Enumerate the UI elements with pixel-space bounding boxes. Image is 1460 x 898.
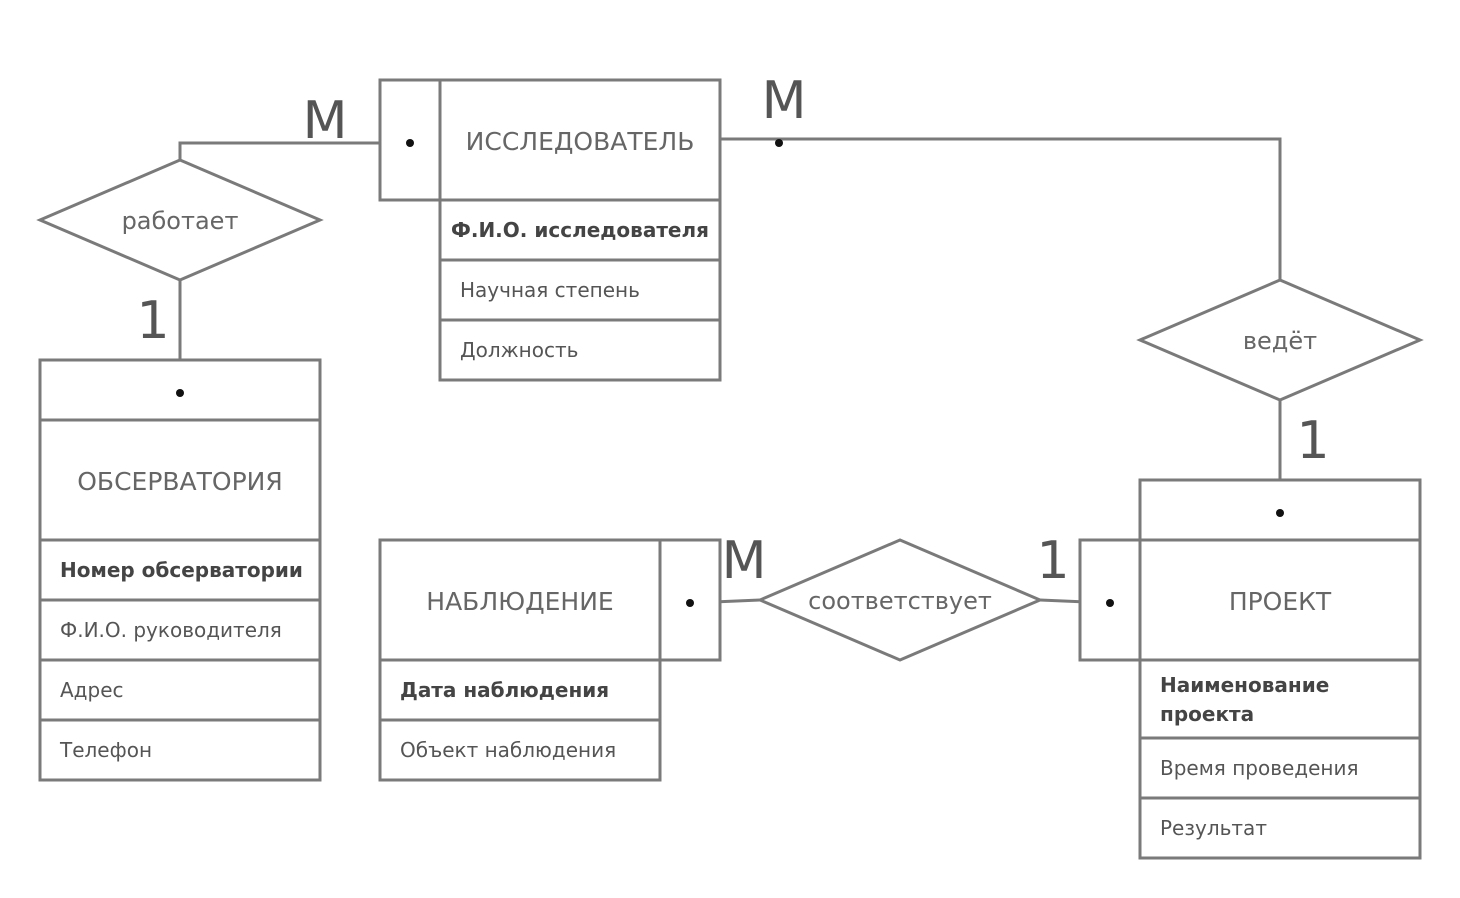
endpoint-dot — [686, 599, 694, 607]
relationship-leads[interactable]: ведёт — [1136, 278, 1424, 402]
entity-observatory-attr-row — [38, 658, 322, 722]
relationship-works-diamond — [36, 158, 324, 282]
entity-observatory-attr: Ф.И.О. руководителя — [60, 618, 282, 642]
entity-observation-key-row — [378, 658, 662, 722]
entity-observatory-key-row — [38, 538, 322, 602]
entity-project-key-row — [1138, 658, 1422, 740]
cardinality-corresponds-project: 1 — [1036, 531, 1069, 591]
entity-observation-attr-row — [378, 718, 662, 782]
relationship-leads-diamond — [1136, 278, 1424, 402]
entity-project[interactable]: ПРОЕКТ Наименование проекта Время провед… — [1078, 478, 1422, 860]
entity-observatory[interactable]: ОБСЕРВАТОРИЯ Номер обсерватории Ф.И.О. р… — [38, 358, 322, 782]
entity-project-attr: Время проведения — [1160, 756, 1359, 780]
entity-observatory-attr: Адрес — [60, 678, 124, 702]
link-works-researcher — [178, 141, 410, 160]
link-leads-researcher — [720, 137, 1282, 280]
entity-observatory-attr-row — [38, 598, 322, 662]
entity-project-key-line2: проекта — [1160, 702, 1254, 726]
cardinality-works-researcher: M — [303, 91, 348, 151]
endpoint-dot — [1276, 509, 1284, 517]
entity-project-attr: Результат — [1160, 816, 1267, 840]
cardinality-corresponds-observation: M — [722, 531, 767, 591]
relationship-works-label: работает — [122, 207, 239, 235]
relationship-works[interactable]: работает — [36, 158, 324, 282]
entity-researcher-header — [378, 78, 722, 202]
entity-observation-header — [378, 538, 722, 662]
entity-project-attr-row — [1138, 736, 1422, 800]
relationship-corresponds[interactable]: соответствует — [756, 538, 1044, 662]
entity-researcher[interactable]: ИССЛЕДОВАТЕЛЬ Ф.И.О. исследователя Научн… — [378, 78, 722, 382]
cardinality-works-observatory: 1 — [136, 291, 169, 351]
entity-researcher-attr-row — [438, 318, 722, 382]
entity-observatory-attr-row — [38, 718, 322, 782]
entity-project-header — [1078, 538, 1422, 662]
relationship-corresponds-diamond — [756, 538, 1044, 662]
endpoint-dot — [1106, 599, 1114, 607]
entity-researcher-attr: Научная степень — [460, 278, 640, 302]
entity-researcher-name: ИССЛЕДОВАТЕЛЬ — [466, 127, 695, 156]
entity-observation[interactable]: НАБЛЮДЕНИЕ Дата наблюдения Объект наблюд… — [378, 538, 722, 782]
entity-observation-name: НАБЛЮДЕНИЕ — [426, 587, 613, 616]
entity-observation-key: Дата наблюдения — [400, 678, 609, 702]
entity-observatory-name: ОБСЕРВАТОРИЯ — [77, 467, 283, 496]
entity-researcher-key: Ф.И.О. исследователя — [451, 218, 709, 242]
entity-project-name: ПРОЕКТ — [1229, 587, 1332, 616]
entity-researcher-attr-row — [438, 258, 722, 322]
endpoint-dot — [406, 139, 414, 147]
entity-observatory-header — [38, 418, 322, 542]
cardinality-leads-project: 1 — [1296, 411, 1329, 471]
entity-project-key-line1: Наименование — [1160, 673, 1329, 697]
relationship-leads-label: ведёт — [1243, 327, 1317, 355]
entity-observatory-key: Номер обсерватории — [60, 558, 303, 582]
entity-project-attr-row — [1138, 796, 1422, 860]
cardinality-leads-researcher: M — [762, 71, 807, 131]
entity-observation-attr: Объект наблюдения — [400, 738, 616, 762]
endpoint-dot — [176, 389, 184, 397]
entity-researcher-attr: Должность — [460, 338, 578, 362]
relationship-corresponds-label: соответствует — [808, 587, 992, 615]
entity-observatory-attr: Телефон — [59, 738, 152, 762]
endpoint-dot — [775, 139, 783, 147]
